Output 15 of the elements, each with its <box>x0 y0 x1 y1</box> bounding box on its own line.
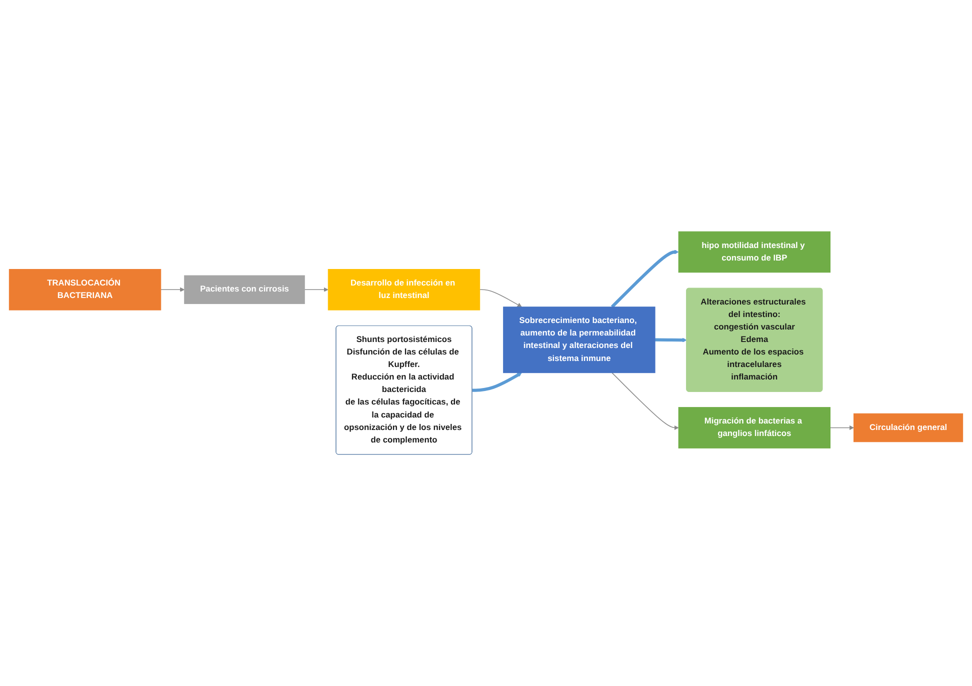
arrow <box>472 372 522 392</box>
node-box: Pacientes con cirrosis <box>184 275 305 304</box>
arrow <box>655 338 687 342</box>
node-box: TRANSLOCACIÓN BACTERIANA <box>8 269 162 310</box>
arrow <box>612 372 679 430</box>
node-box: Migración de bacterias a ganglios linfáticos <box>678 407 830 448</box>
arrow <box>479 289 522 308</box>
arrow <box>304 287 328 292</box>
node-box: Circulación general <box>854 413 964 442</box>
node-box: Desarrollo de infección en luz intestinal <box>328 269 480 310</box>
node-box: hipo motilidad intestinal y consumo de IBP <box>678 231 830 273</box>
arrow <box>160 287 185 292</box>
arrow <box>830 425 854 430</box>
node-box: Sobrecrecimiento bacteriano, aumento de la permeabilidad intestinal y alteraciones del sistema inmune <box>503 306 656 374</box>
arrow <box>610 250 679 308</box>
